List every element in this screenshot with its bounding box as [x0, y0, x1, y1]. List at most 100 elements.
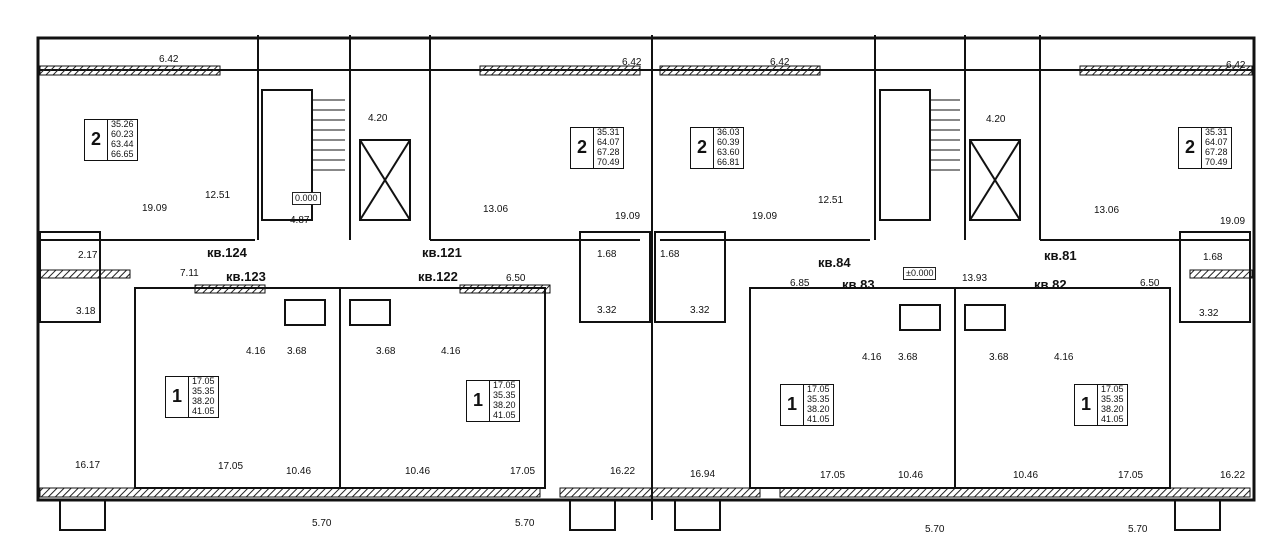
area-value: 35.26	[111, 119, 134, 129]
area-value: 35.31	[1205, 127, 1228, 137]
area-value: 41.05	[807, 413, 830, 424]
room-area: 10.46	[405, 466, 431, 477]
area-value: 17.05	[493, 380, 516, 390]
apartment-label: кв.84	[818, 255, 851, 270]
area-value: 41.05	[1101, 413, 1124, 424]
apartment-label: кв.121	[422, 245, 462, 260]
area-value: 41.05	[192, 405, 215, 416]
rooms-count: 1	[467, 381, 490, 421]
room-area: 1.68	[597, 249, 617, 260]
room-area: 3.32	[690, 305, 710, 316]
room-area: 3.32	[597, 305, 617, 316]
area-value: 64.07	[597, 136, 620, 147]
room-area: 17.05	[1118, 470, 1144, 481]
room-area: 19.09	[752, 211, 778, 222]
room-area: 6.42	[622, 57, 642, 68]
area-value: 66.81	[717, 156, 740, 167]
room-area: 5.70	[515, 518, 535, 529]
room-area: 6.50	[506, 273, 526, 284]
area-value: 41.05	[493, 409, 516, 420]
room-area: 4.16	[246, 346, 266, 357]
area-value: 66.65	[111, 148, 134, 159]
room-area: 4.16	[441, 346, 461, 357]
room-area: 3.18	[76, 306, 96, 317]
apartment-label: кв.122	[418, 269, 458, 284]
room-area: 10.46	[898, 470, 924, 481]
room-area: 3.32	[1199, 308, 1219, 319]
room-area: 3.68	[287, 346, 307, 357]
area-value: 17.05	[807, 384, 830, 394]
room-area: 16.22	[1220, 470, 1246, 481]
room-area: 12.51	[818, 195, 844, 206]
room-area: 6.50	[1140, 278, 1160, 289]
area-value: 63.44	[111, 138, 134, 149]
area-value: 38.20	[807, 403, 830, 414]
room-area: 10.46	[286, 466, 312, 477]
room-area: 6.85	[790, 278, 810, 289]
room-area: 5.70	[1128, 524, 1148, 535]
apartment-label: кв.123	[226, 269, 266, 284]
area-value: 60.23	[111, 128, 134, 139]
rooms-count: 2	[85, 120, 108, 160]
room-area: 3.68	[376, 346, 396, 357]
room-area: 19.09	[1220, 216, 1246, 227]
room-area: 12.51	[205, 190, 231, 201]
room-area: 5.70	[312, 518, 332, 529]
room-area: 6.42	[770, 57, 790, 68]
rooms-count: 1	[166, 377, 189, 417]
rooms-count: 1	[781, 385, 804, 425]
room-area: 17.05	[820, 470, 846, 481]
room-area: 4.16	[862, 352, 882, 363]
room-area: 4.20	[368, 113, 388, 124]
stairs	[312, 99, 960, 171]
apartment-label: кв.81	[1044, 248, 1077, 263]
rooms-count: 2	[571, 128, 594, 168]
area-value: 64.07	[1205, 136, 1228, 147]
rooms-count: 2	[1179, 128, 1202, 168]
hatched-walls	[39, 65, 1253, 498]
area-value: 60.39	[717, 136, 740, 147]
room-area: 13.06	[1094, 205, 1120, 216]
apartment-label: кв.82	[1034, 277, 1067, 292]
outer-walls	[36, 36, 1256, 502]
room-area: 4.87	[290, 215, 310, 226]
room-area: 4.16	[1054, 352, 1074, 363]
room-area: 3.68	[898, 352, 918, 363]
area-value: 63.60	[717, 146, 740, 157]
room-area: 1.68	[660, 249, 680, 260]
area-value: 38.20	[493, 399, 516, 410]
area-value: 70.49	[1205, 156, 1228, 167]
room-area: 1.68	[1203, 252, 1223, 263]
room-area: 10.46	[1013, 470, 1039, 481]
room-area: 19.09	[615, 211, 641, 222]
apartment-label: кв.124	[207, 245, 247, 260]
area-value: 67.28	[1205, 146, 1228, 157]
area-value: 70.49	[597, 156, 620, 167]
room-area: 5.70	[925, 524, 945, 535]
elevation-mark: ±0.000	[903, 267, 937, 280]
area-value: 17.05	[1101, 384, 1124, 394]
room-area: 3.68	[989, 352, 1009, 363]
elevation-mark: 0.000	[292, 192, 321, 205]
area-value: 17.05	[192, 376, 215, 386]
room-area: 2.17	[78, 250, 98, 261]
area-value: 35.35	[807, 393, 830, 404]
area-value: 38.20	[192, 395, 215, 406]
room-area: 7.11	[180, 268, 199, 279]
rooms-count: 1	[1075, 385, 1098, 425]
area-value: 36.03	[717, 127, 740, 137]
area-value: 35.35	[192, 385, 215, 396]
interior-walls	[39, 35, 1251, 531]
area-value: 38.20	[1101, 403, 1124, 414]
room-area: 16.17	[75, 460, 101, 471]
apartment-label: кв.83	[842, 277, 875, 292]
room-area: 4.20	[986, 114, 1006, 125]
room-area: 6.42	[1226, 60, 1246, 71]
room-area: 13.93	[962, 273, 988, 284]
